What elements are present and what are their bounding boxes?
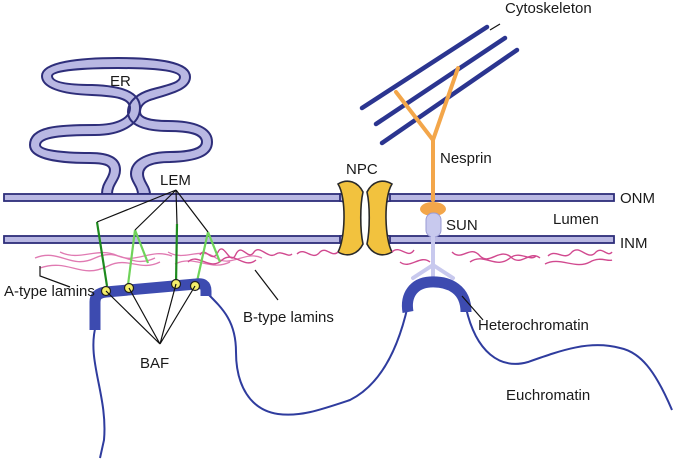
euchromatin-thread xyxy=(92,289,673,459)
label-sun: SUN xyxy=(446,217,478,234)
label-heterochromatin: Heterochromatin xyxy=(478,317,589,334)
leader-lines xyxy=(39,23,501,345)
label-onm: ONM xyxy=(620,190,655,207)
outer-nuclear-membrane xyxy=(3,193,615,202)
diagram-labels: Cytoskeleton ER LEM NPC Nesprin ONM SUN … xyxy=(4,0,655,404)
label-er: ER xyxy=(110,73,131,90)
inner-nuclear-membrane xyxy=(3,235,615,244)
label-inm: INM xyxy=(620,235,648,252)
b-type-lamin-network xyxy=(187,248,613,266)
lem-proteins xyxy=(95,221,222,287)
label-lumen: Lumen xyxy=(553,211,599,228)
label-npc: NPC xyxy=(346,161,378,178)
nesprin-protein xyxy=(394,66,460,216)
label-lem: LEM xyxy=(160,172,191,189)
sun-protein xyxy=(411,212,455,287)
label-baf: BAF xyxy=(140,355,169,372)
a-type-lamin-network xyxy=(34,251,263,272)
label-nesprin: Nesprin xyxy=(440,150,492,167)
nuclear-pore-complex xyxy=(336,180,394,256)
label-a-type-lamins: A-type lamins xyxy=(4,283,95,300)
label-b-type-lamins: B-type lamins xyxy=(243,309,334,326)
label-euchromatin: Euchromatin xyxy=(506,387,590,404)
label-cytoskeleton: Cytoskeleton xyxy=(505,0,592,17)
